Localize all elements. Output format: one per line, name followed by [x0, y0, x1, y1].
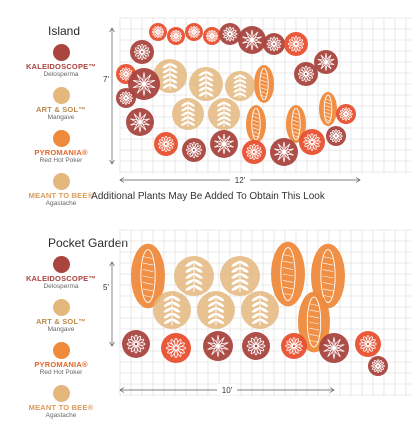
island-plant-2	[185, 23, 203, 41]
island-plant-14	[225, 71, 255, 101]
island-plant-9	[116, 64, 136, 84]
island-plant-3	[203, 27, 221, 45]
island-plant-28	[326, 126, 346, 146]
pocket-plant-14	[319, 333, 349, 363]
island-dimensions: 7' 12'	[103, 27, 361, 185]
island-plant-17	[172, 98, 204, 130]
legend-item-meant-to-bee: MEANT TO BEE® Agastache	[8, 385, 114, 420]
island-plant-29	[336, 104, 356, 124]
legend-name: PYROMANIA®	[34, 360, 88, 369]
pocket-plant-1	[174, 256, 214, 296]
pocket-plant-8	[298, 291, 330, 353]
legend-sub: Red Hot Poker	[39, 157, 83, 164]
legend-sub: Delosperma	[43, 71, 79, 78]
legend-sub: Agastache	[45, 412, 77, 419]
pocket-plant-11	[203, 331, 233, 361]
delosperma-icon	[52, 44, 70, 61]
island-plant-15	[128, 68, 160, 100]
island-plant-23	[182, 138, 206, 162]
island-plant-31	[314, 50, 338, 74]
pocket-plant-3	[271, 241, 305, 307]
pocket-plant-6	[197, 291, 235, 329]
island-plant-10	[254, 65, 274, 103]
additional-plants-note: Additional Plants May Be Added To Obtain…	[91, 191, 325, 202]
island-height-label: 7'	[103, 75, 109, 84]
island-plant-16	[116, 88, 136, 108]
pocket-plant-7	[241, 291, 279, 329]
pocket-garden-title: Pocket Garden	[48, 236, 129, 250]
island-plant-13	[189, 67, 223, 101]
island-plant-30	[294, 62, 318, 86]
island-plant-12	[153, 59, 187, 93]
island-plant-6	[263, 33, 285, 55]
legend-sub: Delosperma	[43, 283, 79, 290]
island-plant-8	[130, 40, 154, 64]
pocket-width-label: 10'	[222, 386, 233, 395]
pocket-plant-13	[281, 333, 307, 359]
island-plant-11	[319, 91, 337, 127]
island-title: Island	[48, 24, 81, 38]
legend-item-kaleidoscope: KALEIDOSCOPE™ Delosperma	[8, 44, 114, 79]
pocket-plant-12	[242, 332, 270, 360]
island-legend: KALEIDOSCOPE™ Delosperma ART & SOL™ Mang…	[8, 44, 114, 216]
pocket-garden-panel: Pocket Garden KALEIDOSCOPE™ Delosperma A…	[0, 212, 416, 419]
legend-name: MEANT TO BEE®	[28, 191, 94, 200]
agastache-icon	[52, 385, 70, 402]
island-plant-5	[238, 26, 266, 54]
legend-item-art-and-sol: ART & SOL™ Mangave	[8, 87, 114, 122]
pocket-height-label: 5'	[103, 283, 109, 292]
island-plant-19	[246, 105, 266, 143]
pocket-plant-9	[122, 330, 150, 358]
delosperma-icon	[52, 256, 70, 273]
pocket-garden-plan-svg: 5' 10'	[103, 229, 412, 396]
island-plant-21	[126, 108, 154, 136]
pocket-legend: KALEIDOSCOPE™ Delosperma ART & SOL™ Mang…	[8, 256, 114, 428]
island-plant-27	[299, 129, 325, 155]
island-plant-0	[149, 23, 167, 41]
pocket-garden-plan: 5' 10'	[103, 226, 412, 412]
island-plant-20	[286, 105, 306, 143]
legend-name: MEANT TO BEE®	[28, 403, 94, 412]
island-plant-26	[270, 138, 298, 166]
island-plant-18	[208, 98, 240, 130]
pocket-dimensions: 5' 10'	[103, 261, 335, 395]
legend-item-kaleidoscope: KALEIDOSCOPE™ Delosperma	[8, 256, 114, 291]
legend-name: KALEIDOSCOPE™	[25, 62, 97, 71]
pocket-plant-15	[355, 331, 381, 357]
pocket-plant-10	[161, 333, 191, 363]
legend-sub: Agastache	[45, 200, 77, 207]
legend-sub: Red Hot Poker	[39, 369, 83, 376]
island-width-label: 12'	[235, 176, 246, 185]
agastache-icon	[52, 173, 70, 190]
legend-name: PYROMANIA®	[34, 148, 88, 157]
pocket-plant-4	[311, 243, 345, 309]
island-plant-24	[210, 130, 238, 158]
mangave-icon	[52, 299, 70, 316]
island-plant-1	[167, 27, 185, 45]
island-plan-svg: 7' 12'	[103, 17, 412, 185]
red-hot-poker-icon	[52, 342, 70, 359]
island-plant-25	[242, 140, 266, 164]
red-hot-poker-icon	[52, 130, 70, 147]
legend-name: KALEIDOSCOPE™	[25, 274, 97, 283]
pocket-plant-0	[131, 243, 165, 309]
legend-item-pyromania: PYROMANIA® Red Hot Poker	[8, 342, 114, 377]
legend-item-art-and-sol: ART & SOL™ Mangave	[8, 299, 114, 334]
legend-sub: Mangave	[47, 114, 75, 121]
legend-item-pyromania: PYROMANIA® Red Hot Poker	[8, 130, 114, 165]
mangave-icon	[52, 87, 70, 104]
island-plant-7	[284, 32, 308, 56]
pocket-plant-16	[368, 356, 388, 376]
legend-name: ART & SOL™	[36, 105, 86, 114]
pocket-plant-5	[153, 291, 191, 329]
island-panel: Island KALEIDOSCOPE™ Delosperma ART & SO…	[0, 0, 416, 207]
island-plan: 7' 12'	[103, 14, 412, 186]
legend-sub: Mangave	[47, 326, 75, 333]
legend-item-meant-to-bee: MEANT TO BEE® Agastache	[8, 173, 114, 208]
pocket-plant-2	[220, 256, 260, 296]
island-plant-22	[154, 132, 178, 156]
legend-name: ART & SOL™	[36, 317, 86, 326]
island-plant-4	[219, 23, 241, 45]
